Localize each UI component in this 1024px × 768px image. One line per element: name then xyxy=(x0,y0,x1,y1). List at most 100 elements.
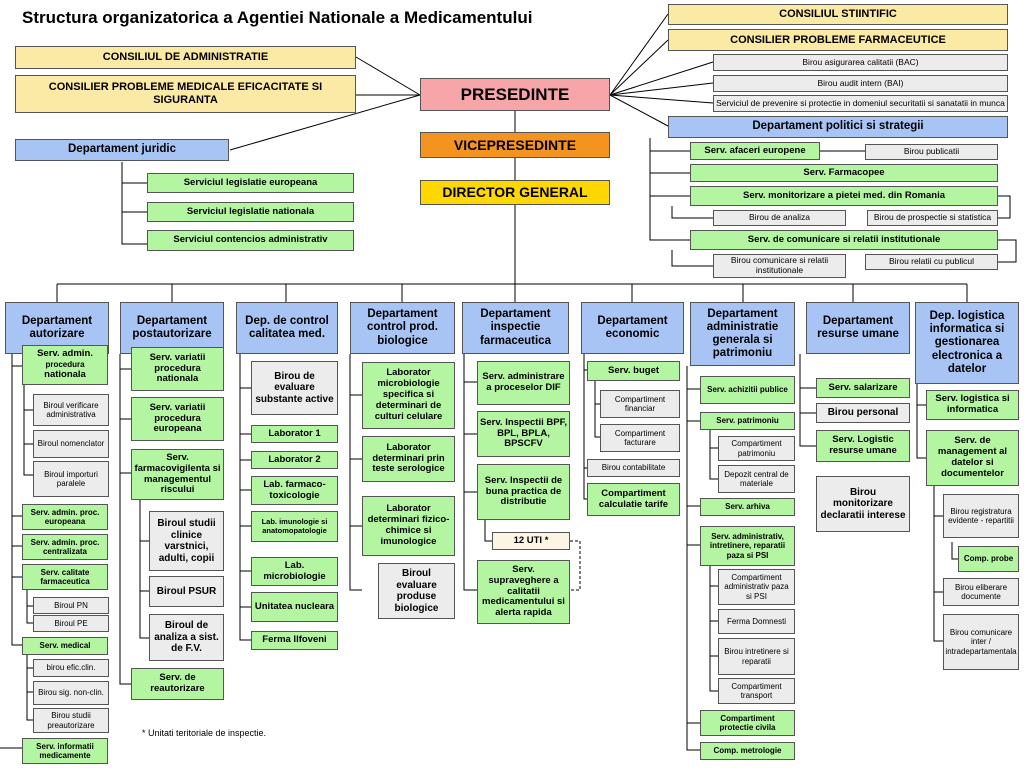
serv-monitorizare: Serv. monitorizare a pietei med. din Rom… xyxy=(690,186,998,206)
birou-publicatii: Birou publicatii xyxy=(865,144,998,160)
juridic-item-1: Serviciul legislatie europeana xyxy=(147,173,354,193)
departament-control-calitate: Dep. de control calitatea med. xyxy=(236,302,338,354)
ferma-ilfoveni: Ferma Ilfoveni xyxy=(251,631,338,650)
birou-evaluare-substante: Birou de evaluare substante active xyxy=(251,361,338,415)
comp-transport: Compartiment transport xyxy=(718,678,795,704)
departament-control-biologice: Departament control prod. biologice xyxy=(350,302,455,354)
departament-juridic: Departament juridic xyxy=(15,139,229,161)
birou-contabilitate: Birou contabilitate xyxy=(587,459,680,477)
comp-calculatie-tarife: Compartiment calculatie tarife xyxy=(587,483,680,516)
unitatea-nucleara: Unitatea nucleara xyxy=(251,592,338,622)
laborator-2: Laborator 2 xyxy=(251,451,338,469)
birou-nomenclator: Biroul nomenclator xyxy=(33,430,109,458)
birou-comunicare-relatii: Birou comunicare si relatii institutiona… xyxy=(713,254,846,278)
page-title: Structura organizatorica a Agentiei Nati… xyxy=(22,8,533,27)
birou-bai: Birou audit intern (BAI) xyxy=(713,75,1008,92)
birou-evaluare-biologice: Biroul evaluare produse biologice xyxy=(378,563,455,619)
serv-patrimoniu: Serv. patrimoniu xyxy=(700,412,795,430)
comp-facturare: Compartiment facturare xyxy=(600,424,680,452)
serv-buget: Serv. buget xyxy=(587,361,680,381)
serv-admin-nationala: Serv. admin. procedura nationala xyxy=(22,345,108,385)
departament-administratie: Departament administratie generala si pa… xyxy=(690,302,795,366)
serv-farmacovigilenta: Serv. farmacovigilenta si managementul r… xyxy=(131,449,224,500)
birou-personal: Birou personal xyxy=(816,403,910,423)
comp-metrologie: Comp. metrologie xyxy=(700,742,795,760)
depozit-central: Depozit central de materiale xyxy=(718,465,795,493)
birou-registratura: Birou registratura evidente - repartitii xyxy=(943,494,1019,538)
serv-admin-europeana: Serv. admin. proc. europeana xyxy=(22,504,108,530)
birou-studii-clinice: Biroul studii clinice varstnici, adulti,… xyxy=(149,511,224,571)
birou-intretinere: Birou intretinere si reparatii xyxy=(718,638,795,675)
ferma-domnesti: Ferma Domnesti xyxy=(718,609,795,634)
juridic-item-2: Serviciul legislatie nationala xyxy=(147,202,354,222)
birou-verificare: Biroul verificare administrativa xyxy=(33,394,109,426)
director-general-box: DIRECTOR GENERAL xyxy=(420,180,610,205)
comp-financiar: Compartiment financiar xyxy=(600,390,680,418)
consilier-medicale: CONSILIER PROBLEME MEDICALE EFICACITATE … xyxy=(15,75,356,113)
serv-administrativ: Serv. administrativ, intretinere, repara… xyxy=(700,526,795,566)
vicepresedinte-box: VICEPRESEDINTE xyxy=(420,132,610,158)
serv-management-date: Serv. de management al datelor si docume… xyxy=(926,430,1019,486)
departament-logistica: Dep. logistica informatica si gestionare… xyxy=(915,302,1019,384)
birou-studii-preautorizare: Birou studii preautorizare xyxy=(33,708,109,733)
birou-importuri: Biroul importuri paralele xyxy=(33,461,109,497)
serv-logistica-informatica: Serv. logistica si informatica xyxy=(926,390,1019,420)
lab-microbiologie: Lab. microbiologie xyxy=(251,557,338,586)
lab-fizico-chimice: Laborator determinari fizico-chimice si … xyxy=(362,496,455,556)
comp-protectie-civila: Compartiment protectie civila xyxy=(700,710,795,736)
birou-prospectie: Birou de prospectie si statistica xyxy=(867,210,998,226)
birou-psur: Biroul PSUR xyxy=(149,576,224,607)
presedinte-box: PRESEDINTE xyxy=(420,78,610,111)
birou-pn: Biroul PN xyxy=(33,597,109,614)
serviciul-prevenire: Serviciul de prevenire si protectie in d… xyxy=(713,95,1008,112)
serv-arhiva: Serv. arhiva xyxy=(700,498,795,516)
serv-comunicare: Serv. de comunicare si relatii instituti… xyxy=(690,230,998,250)
birou-monitorizare-interese: Birou monitorizare declaratii interese xyxy=(816,476,910,532)
birou-pe: Biroul PE xyxy=(33,615,109,632)
serv-variatii-europeana: Serv. variatii procedura europeana xyxy=(131,397,224,441)
birou-relatii-publicul: Birou relatii cu publicul xyxy=(865,254,998,270)
birou-bac: Birou asigurarea calitatii (BAC) xyxy=(713,54,1008,71)
consilier-farmaceutice: CONSILIER PROBLEME FARMACEUTICE xyxy=(668,29,1008,51)
comp-probe: Comp. probe xyxy=(958,546,1019,572)
lab-imunologie: Lab. imunologie si anatomopatologie xyxy=(251,511,338,542)
serv-supraveghere: Serv. supraveghere a calitatii medicamen… xyxy=(477,560,570,624)
birou-analiza-fv: Biroul de analiza a sist. de F.V. xyxy=(149,614,224,661)
consiliul-administratie: CONSILIUL DE ADMINISTRATIE xyxy=(15,46,356,69)
birou-sig-non-clin: Birou sig. non-clin. xyxy=(33,681,109,705)
birou-comunicare-inter: Birou comunicare inter / intradepartamen… xyxy=(943,614,1019,670)
serv-salarizare: Serv. salarizare xyxy=(816,378,910,398)
lab-microbiologie-specifica: Laborator microbiologie specifica si det… xyxy=(362,362,455,429)
serv-administrare-dif: Serv. administrare a proceselor DIF xyxy=(477,361,570,405)
uti-box: 12 UTI * xyxy=(492,532,570,550)
consiliul-stiintific: CONSILIUL STIINTIFIC xyxy=(668,4,1008,25)
comp-patrimoniu: Compartiment patrimoniu xyxy=(718,436,795,461)
birou-analiza: Birou de analiza xyxy=(713,210,846,226)
laborator-1: Laborator 1 xyxy=(251,425,338,443)
serv-inspectii-distributie: Serv. Inspectii de buna practica de dist… xyxy=(477,464,570,520)
lab-farmaco-toxicologie: Lab. farmaco-toxicologie xyxy=(251,476,338,505)
serv-variatii-nationala: Serv. variatii procedura nationala xyxy=(131,347,224,391)
serv-informatii-medicamente: Serv. informatii medicamente xyxy=(22,738,108,764)
departament-resurse-umane: Departament resurse umane xyxy=(806,302,910,354)
serv-admin-centralizata: Serv. admin. proc. centralizata xyxy=(22,534,108,560)
juridic-item-3: Serviciul contencios administrativ xyxy=(147,230,354,251)
serv-reautorizare: Serv. de reautorizare xyxy=(131,668,224,700)
serv-achizitii: Serv. achizitii publice xyxy=(700,376,795,404)
lab-teste-serologice: Laborator determinari prin teste serolog… xyxy=(362,436,455,482)
departament-postautorizare: Departament postautorizare xyxy=(120,302,224,354)
serv-afaceri-europene: Serv. afaceri europene xyxy=(690,142,820,160)
comp-administrativ-paza: Compartiment administrativ paza si PSI xyxy=(718,569,795,605)
serv-logistic-resurse: Serv. Logistic resurse umane xyxy=(816,430,910,462)
departament-inspectie: Departament inspectie farmaceutica xyxy=(462,302,569,354)
departament-politici: Departament politici si strategii xyxy=(668,116,1008,138)
serv-medical: Serv. medical xyxy=(22,637,108,655)
serv-inspectii-bpf: Serv. Inspectii BPF, BPL, BPLA, BPSCFV xyxy=(477,411,570,457)
birou-eliberare-documente: Birou eliberare documente xyxy=(943,578,1019,606)
footnote: * Unitati teritoriale de inspectie. xyxy=(142,728,267,738)
serv-calitate-farmaceutica: Serv. calitate farmaceutica xyxy=(22,564,108,590)
birou-efic-clin: birou efic.clin. xyxy=(33,659,109,677)
serv-farmacopee: Serv. Farmacopee xyxy=(690,164,998,182)
